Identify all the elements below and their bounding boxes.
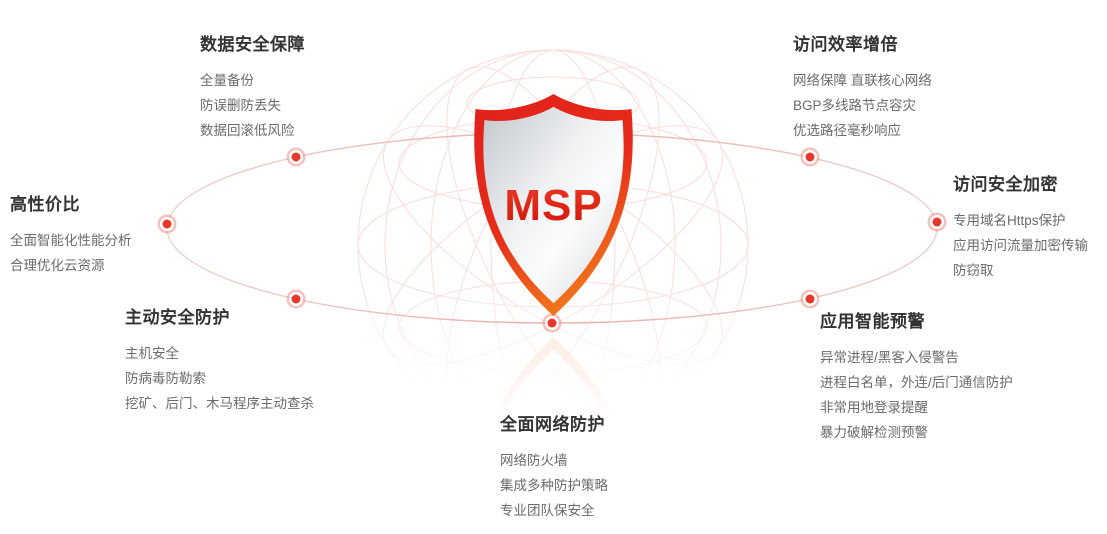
feature-item: 专业团队保安全 [500, 503, 595, 518]
feature-item: 防窃取 [953, 263, 994, 278]
orbit-dot-right [932, 217, 942, 227]
feature-network-protection: 全面网络防护 网络防火墙 集成多种防护策略 专业团队保安全 [500, 410, 608, 523]
msp-label: MSP [504, 181, 602, 230]
shield-reflection: MSP [465, 327, 642, 534]
feature-item: 集成多种防护策略 [500, 478, 608, 493]
feature-access-encryption: 访问安全加密 专用域名Https保护 应用访问流量加密传输 防窃取 [953, 170, 1088, 283]
feature-list: 网络防火墙 集成多种防护策略 专业团队保安全 [500, 448, 608, 523]
feature-list: 主机安全 防病毒防勒索 挖矿、后门、木马程序主动查杀 [125, 341, 314, 416]
feature-active-protection: 主动安全防护 主机安全 防病毒防勒索 挖矿、后门、木马程序主动查杀 [125, 303, 314, 416]
feature-list: 专用域名Https保护 应用访问流量加密传输 防窃取 [953, 208, 1088, 283]
feature-title: 主动安全防护 [125, 308, 230, 327]
feature-item: 网络防火墙 [500, 453, 568, 468]
orbit-dot-bottom-center [547, 318, 557, 328]
orbit-dot-top-left [291, 152, 301, 162]
feature-item: 防病毒防勒索 [125, 371, 206, 386]
feature-data-security: 数据安全保障 全量备份 防误删防丢失 数据回滚低风险 [200, 30, 305, 143]
feature-intelligent-alert: 应用智能预警 异常进程/黑客入侵警告 进程白名单，外连/后门通信防护 非常用地登… [820, 307, 1013, 445]
orbit-dot-top-right [805, 152, 815, 162]
feature-title: 高性价比 [10, 195, 80, 214]
feature-item: 进程白名单，外连/后门通信防护 [820, 375, 1013, 390]
feature-cost-performance: 高性价比 全面智能化性能分析 合理优化云资源 [10, 190, 132, 278]
feature-item: 优选路径毫秒响应 [793, 123, 901, 138]
feature-item: 挖矿、后门、木马程序主动查杀 [125, 396, 314, 411]
feature-list: 全量备份 防误删防丢失 数据回滚低风险 [200, 68, 305, 143]
orbit-dot-bottom-left [291, 294, 301, 304]
msp-shield-icon: MSP [474, 94, 633, 316]
svg-text:MSP: MSP [504, 423, 602, 472]
feature-item: 暴力破解检测预警 [820, 425, 928, 440]
feature-list: 异常进程/黑客入侵警告 进程白名单，外连/后门通信防护 非常用地登录提醒 暴力破… [820, 345, 1013, 445]
feature-title: 访问效率增倍 [793, 35, 898, 54]
feature-item: 应用访问流量加密传输 [953, 238, 1088, 253]
feature-item: 合理优化云资源 [10, 258, 105, 273]
feature-list: 全面智能化性能分析 合理优化云资源 [10, 228, 132, 278]
feature-title: 应用智能预警 [820, 312, 925, 331]
feature-title: 访问安全加密 [953, 175, 1058, 194]
feature-item: 网络保障 直联核心网络 [793, 73, 932, 88]
feature-item: 非常用地登录提醒 [820, 400, 928, 415]
feature-item: 全面智能化性能分析 [10, 233, 132, 248]
feature-item: 异常进程/黑客入侵警告 [820, 350, 959, 365]
feature-item: BGP多线路节点容灾 [793, 98, 917, 113]
feature-item: 数据回滚低风险 [200, 123, 295, 138]
feature-item: 防误删防丢失 [200, 98, 281, 113]
feature-list: 网络保障 直联核心网络 BGP多线路节点容灾 优选路径毫秒响应 [793, 68, 932, 143]
feature-item: 全量备份 [200, 73, 254, 88]
feature-title: 数据安全保障 [200, 35, 305, 54]
feature-item: 专用域名Https保护 [953, 213, 1066, 228]
feature-item: 主机安全 [125, 346, 179, 361]
feature-title: 全面网络防护 [500, 415, 605, 434]
orbit-dot-bottom-right [805, 294, 815, 304]
orbit-dot-left [162, 219, 172, 229]
feature-access-efficiency: 访问效率增倍 网络保障 直联核心网络 BGP多线路节点容灾 优选路径毫秒响应 [793, 30, 932, 143]
